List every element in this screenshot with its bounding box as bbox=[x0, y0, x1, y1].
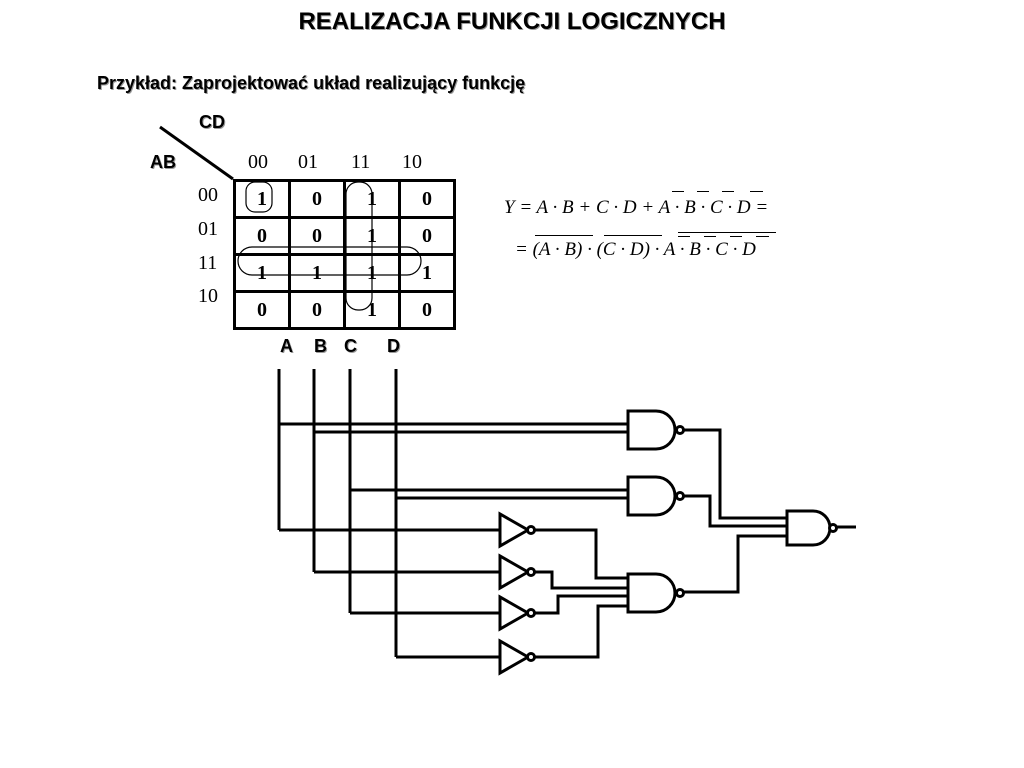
negation-bar bbox=[678, 236, 690, 237]
negation-bar bbox=[535, 235, 593, 236]
kmap-cell: 0 bbox=[288, 216, 346, 256]
nand-gate-bubble bbox=[828, 523, 838, 533]
not-gate bbox=[498, 594, 532, 632]
not-gate-bubble bbox=[526, 608, 536, 618]
nand-gate-bubble bbox=[675, 425, 685, 435]
kmap-cell: 0 bbox=[398, 290, 456, 330]
nand-gate bbox=[626, 475, 677, 517]
kmap-cell: 0 bbox=[233, 290, 291, 330]
page-subtitle: Przykład: Zaprojektować układ realizując… bbox=[97, 73, 526, 93]
kmap-row-header-2: 11 bbox=[198, 252, 218, 274]
negation-bar bbox=[604, 235, 662, 236]
negation-bar bbox=[672, 191, 684, 192]
not-gate bbox=[498, 638, 532, 676]
input-label-c: C bbox=[344, 336, 357, 356]
negation-bar bbox=[730, 236, 742, 237]
kmap-row-header-0: 00 bbox=[198, 184, 218, 206]
kmap-col-header-1: 01 bbox=[298, 151, 318, 173]
kmap-col-header-3: 10 bbox=[402, 151, 422, 173]
kmap-cell: 0 bbox=[398, 216, 456, 256]
kmap-cell: 0 bbox=[288, 290, 346, 330]
kmap-cell: 1 bbox=[233, 253, 291, 293]
not-gate bbox=[498, 511, 532, 549]
kmap-col-var: CD bbox=[199, 112, 225, 132]
negation-bar bbox=[750, 191, 763, 192]
kmap-row-header-1: 01 bbox=[198, 218, 218, 240]
negation-bar bbox=[678, 232, 776, 233]
kmap-group bbox=[345, 181, 373, 311]
input-label-b: B bbox=[314, 336, 327, 356]
equation-line-1: Y = A · B + C · D + A · B · C · D = bbox=[504, 197, 769, 218]
not-gate-bubble bbox=[526, 525, 536, 535]
kmap-row-header-3: 10 bbox=[198, 285, 218, 307]
not-gate-bubble bbox=[526, 652, 536, 662]
circuit-wiring bbox=[277, 369, 856, 659]
not-gate-bubble bbox=[526, 567, 536, 577]
kmap-col-header-0: 00 bbox=[248, 151, 268, 173]
nand-gate bbox=[626, 409, 677, 451]
nand-gate-output bbox=[785, 509, 832, 547]
kmap-row: 0 0 1 0 bbox=[233, 290, 456, 330]
nand-gate-bubble bbox=[675, 491, 685, 501]
page-title: REALIZACJA FUNKCJI LOGICZNYCH bbox=[298, 8, 726, 35]
negation-bar bbox=[697, 191, 709, 192]
kmap-group bbox=[245, 181, 273, 213]
kmap-cell: 0 bbox=[233, 216, 291, 256]
equation-line-2: = (A · B) · (C · D) · A · B · C · D bbox=[515, 239, 756, 260]
kmap-cell: 1 bbox=[398, 253, 456, 293]
kmap-cell: 1 bbox=[288, 253, 346, 293]
nand-gate bbox=[626, 572, 677, 614]
negation-bar bbox=[722, 191, 734, 192]
negation-bar bbox=[704, 236, 716, 237]
nand-gate-bubble bbox=[675, 588, 685, 598]
kmap-col-header-2: 11 bbox=[351, 151, 371, 173]
kmap-row-var: AB bbox=[150, 152, 176, 172]
kmap-group bbox=[237, 246, 422, 276]
not-gate bbox=[498, 553, 532, 591]
kmap-cell: 0 bbox=[288, 179, 346, 219]
kmap-diagonal bbox=[159, 125, 234, 181]
input-label-a: A bbox=[280, 336, 293, 356]
input-label-d: D bbox=[387, 336, 400, 356]
negation-bar bbox=[756, 236, 769, 237]
kmap-cell: 0 bbox=[398, 179, 456, 219]
